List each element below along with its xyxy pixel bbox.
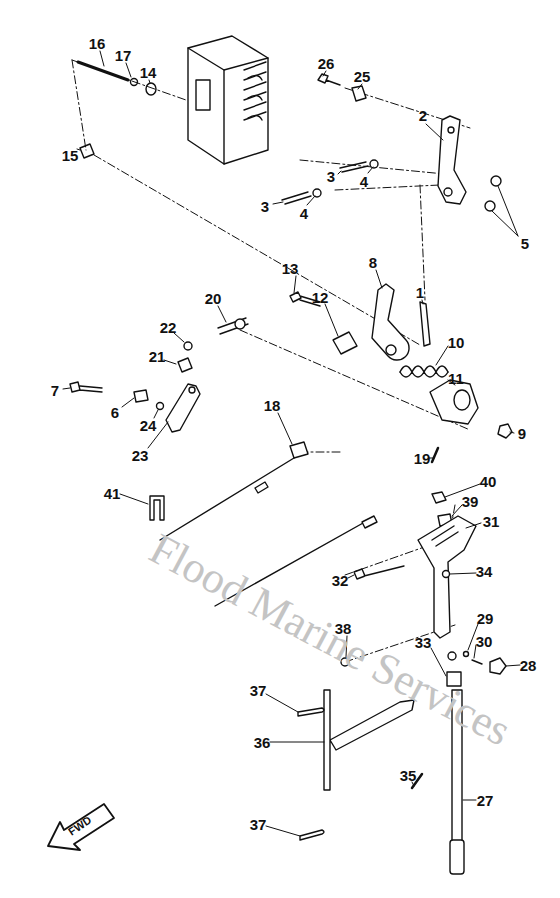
callout-number: 19 xyxy=(414,451,431,466)
callout-number: 22 xyxy=(160,320,177,335)
callout-number: 36 xyxy=(254,735,271,750)
callout-number: 11 xyxy=(448,371,464,386)
callout-number: 40 xyxy=(480,474,497,489)
callout-number: 6 xyxy=(111,405,119,420)
callout-number: 17 xyxy=(115,48,132,63)
callout-number: 41 xyxy=(104,486,121,501)
callout-number: 8 xyxy=(369,255,377,270)
callout-number: 24 xyxy=(140,418,157,433)
callout-number: 12 xyxy=(312,290,329,305)
callout-number: 30 xyxy=(476,634,493,649)
callout-number: 1 xyxy=(416,285,424,300)
callout-number: 14 xyxy=(140,65,157,80)
callout-number: 37 xyxy=(250,683,267,698)
callout-number: 32 xyxy=(332,573,349,588)
callout-number: 33 xyxy=(415,635,432,650)
callout-number: 2 xyxy=(419,108,427,123)
callout-number: 3 xyxy=(261,199,269,214)
cdi-unit xyxy=(188,36,268,164)
callout-number: 5 xyxy=(521,236,529,251)
callout-number: 35 xyxy=(400,768,417,783)
callout-number: 21 xyxy=(149,349,166,364)
callout-number: 27 xyxy=(477,793,494,808)
callout-number: 37 xyxy=(250,817,267,832)
callout-number: 39 xyxy=(462,494,479,509)
callout-number: 18 xyxy=(264,398,281,413)
callout-number: 15 xyxy=(62,148,79,163)
callout-number: 20 xyxy=(205,291,222,306)
callout-number: 3 xyxy=(327,169,335,184)
callout-number: 31 xyxy=(483,514,500,529)
callout-number: 16 xyxy=(89,36,106,51)
callout-number: 7 xyxy=(51,383,59,398)
callout-number: 25 xyxy=(354,69,371,84)
callout-number: 4 xyxy=(300,206,308,221)
callout-number: 23 xyxy=(132,448,149,463)
callout-number: 4 xyxy=(360,174,368,189)
callout-number: 34 xyxy=(476,564,493,579)
callout-number: 13 xyxy=(282,261,299,276)
callout-number: 28 xyxy=(520,658,537,673)
callout-number: 9 xyxy=(518,426,526,441)
callout-number: 10 xyxy=(448,335,465,350)
callout-number: 29 xyxy=(477,611,494,626)
callout-number: 26 xyxy=(318,56,335,71)
